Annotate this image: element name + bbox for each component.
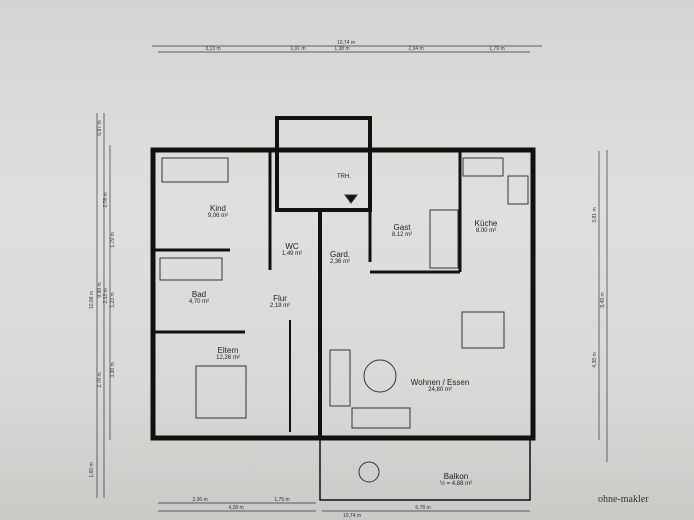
room-name: Gast <box>393 223 411 232</box>
room-name: Küche <box>474 219 498 228</box>
dim-left: 1,60 m <box>89 462 95 478</box>
room-area: 2,36 m² <box>329 259 351 266</box>
room-area: 2,19 m² <box>269 303 291 310</box>
room-area: 1,49 m² <box>281 251 303 258</box>
dim-right: 8,49 m <box>600 292 606 308</box>
dim-left: 3,38 m <box>110 362 116 378</box>
walls <box>150 116 536 441</box>
dim-top: 1,01 m <box>290 46 306 52</box>
dim-bottom: 4,28 m <box>228 505 244 511</box>
room-area: 24,80 m² <box>428 387 452 394</box>
dim-left: 0,87 m <box>97 120 103 136</box>
room-area: ½ = 4,88 m² <box>439 481 473 488</box>
room-name: Balkon <box>443 472 469 481</box>
dimension-lines <box>96 45 608 512</box>
dim-bottom: 2,36 m <box>192 497 208 503</box>
balcony-outline <box>319 437 531 501</box>
dim-top: 2,34 m <box>408 46 424 52</box>
room-name: Bad <box>191 290 207 299</box>
dim-right: 3,81 m <box>592 207 598 223</box>
room-area: 4,70 m² <box>188 299 210 306</box>
room-area: 9,06 m² <box>207 213 229 220</box>
furniture <box>159 157 529 483</box>
ohne-makler-logo: ohne-makler <box>598 494 649 505</box>
dim-right: 4,38 m <box>592 352 598 368</box>
room-name: Wohnen / Essen <box>410 378 470 387</box>
dim-top: 1,38 m <box>334 46 350 52</box>
dim-bottom-total: 10,74 m <box>342 513 362 519</box>
room-name: WC <box>285 242 299 251</box>
room-area: 8,00 m² <box>475 228 497 235</box>
dim-left: 2,78 m <box>103 192 109 208</box>
room-garderobe: Gard.2,36 m² <box>330 250 350 266</box>
dim-left: 2,13 m <box>103 288 109 304</box>
dim-left: 1,23 m <box>110 292 116 308</box>
room-name: Gard. <box>329 250 350 259</box>
dim-top: 1,79 m <box>489 46 505 52</box>
dim-left: 2,78 m <box>97 372 103 388</box>
dim-top-total: 10,74 m <box>336 40 356 46</box>
dim-top: 3,13 m <box>205 46 221 52</box>
stair-label: TRH. <box>337 174 351 181</box>
room-name: Eltern <box>217 346 239 355</box>
room-area: 8,12 m² <box>391 232 413 239</box>
dim-bottom: 1,79 m <box>274 497 290 503</box>
dim-bottom: 6,78 m <box>415 505 431 511</box>
room-area: 12,26 m² <box>216 355 240 362</box>
stair-text: TRH. <box>337 174 351 180</box>
room-name: Kind <box>209 204 226 213</box>
dim-left: 1,79 m <box>110 232 116 248</box>
room-name: Flur <box>273 294 287 303</box>
dim-left: 10,98 m <box>89 290 95 310</box>
